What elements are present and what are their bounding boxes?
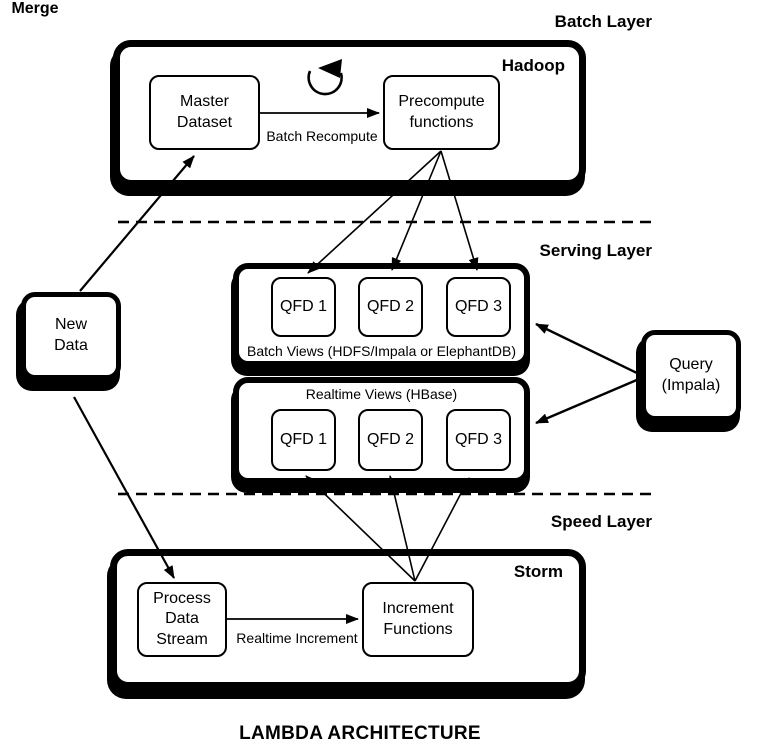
- realtime-qfd-1-node: QFD 1: [271, 409, 336, 471]
- new-data-label: New Data: [54, 316, 88, 354]
- serving-layer-label: Serving Layer: [539, 241, 652, 260]
- realtime-qfd-3-node: QFD 3: [446, 409, 511, 471]
- precompute-functions-label: Precompute functions: [398, 93, 485, 131]
- batch-views-caption: Batch Views (HDFS/Impala or ElephantDB): [247, 343, 516, 359]
- batch-qfd-1-node: QFD 1: [271, 277, 336, 337]
- batch-qfd-3-node: QFD 3: [446, 277, 511, 337]
- increment-functions-label: Increment Functions: [382, 600, 454, 638]
- master-dataset-label: Master Dataset: [176, 93, 233, 131]
- realtime-increment-edge-label: Realtime Increment: [236, 630, 358, 646]
- storm-label: Storm: [513, 562, 563, 581]
- speed-layer-label: Speed Layer: [550, 512, 652, 531]
- realtime-qfd-2-label: QFD 2: [366, 430, 415, 448]
- diagram-title: LAMBDA ARCHITECTURE: [239, 723, 481, 744]
- new-data-node: New Data: [21, 292, 121, 380]
- edge-query-to-realtimeviews: [535, 377, 640, 425]
- edge-query-to-batchviews: [535, 322, 640, 376]
- batch-qfd-1-label: QFD 1: [279, 297, 328, 315]
- query-impala-node: Query (Impala): [641, 330, 741, 421]
- increment-functions-node: Increment Functions: [362, 582, 474, 657]
- realtime-qfd-2-node: QFD 2: [358, 409, 423, 471]
- realtime-views-caption: Realtime Views (HBase): [305, 386, 458, 402]
- realtime-qfd-1-label: QFD 1: [279, 430, 328, 448]
- master-dataset-node: Master Dataset: [149, 75, 260, 150]
- process-data-stream-label: Process Data Stream: [153, 589, 211, 648]
- batch-qfd-2-label: QFD 2: [366, 297, 415, 315]
- hadoop-label: Hadoop: [501, 56, 565, 75]
- query-impala-label: Query (Impala): [661, 355, 721, 394]
- batch-qfd-2-node: QFD 2: [358, 277, 423, 337]
- precompute-functions-node: Precompute functions: [383, 75, 500, 150]
- process-data-stream-node: Process Data Stream: [137, 582, 227, 657]
- realtime-qfd-3-label: QFD 3: [454, 430, 503, 448]
- batch-qfd-3-label: QFD 3: [454, 297, 503, 315]
- batch-layer-label: Batch Layer: [554, 12, 652, 31]
- batch-recompute-edge-label: Batch Recompute: [266, 128, 378, 144]
- merge-edge-label: Merge: [11, 0, 59, 17]
